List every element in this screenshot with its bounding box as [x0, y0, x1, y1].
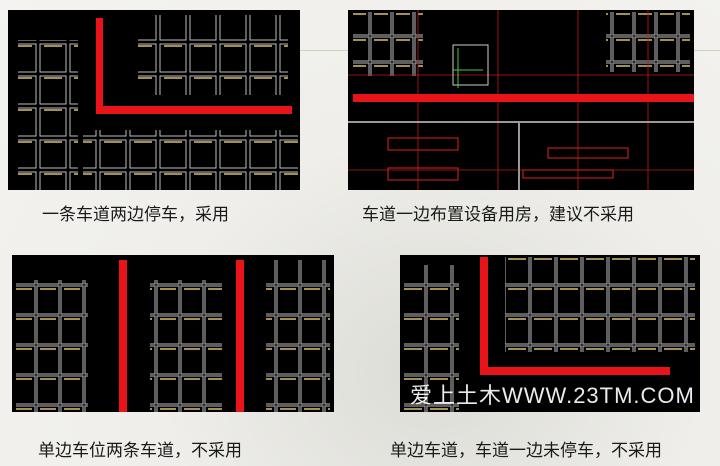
cad-image-two-side-parking	[8, 10, 300, 190]
caption-bottom-right: 单边车道，车道一边未停车，不采用	[390, 441, 662, 461]
cad-image-two-lanes	[12, 255, 334, 412]
watermark: 爱上土木WWW.23TM.COM	[410, 383, 695, 408]
cad-image-equipment-rooms	[348, 10, 694, 190]
cad-image-single-lane	[400, 255, 700, 412]
caption-bottom-left: 单边车位两条车道，不采用	[38, 441, 242, 461]
caption-top-right: 车道一边布置设备用房，建议不采用	[362, 205, 634, 225]
caption-top-left: 一条车道两边停车，采用	[42, 205, 229, 225]
